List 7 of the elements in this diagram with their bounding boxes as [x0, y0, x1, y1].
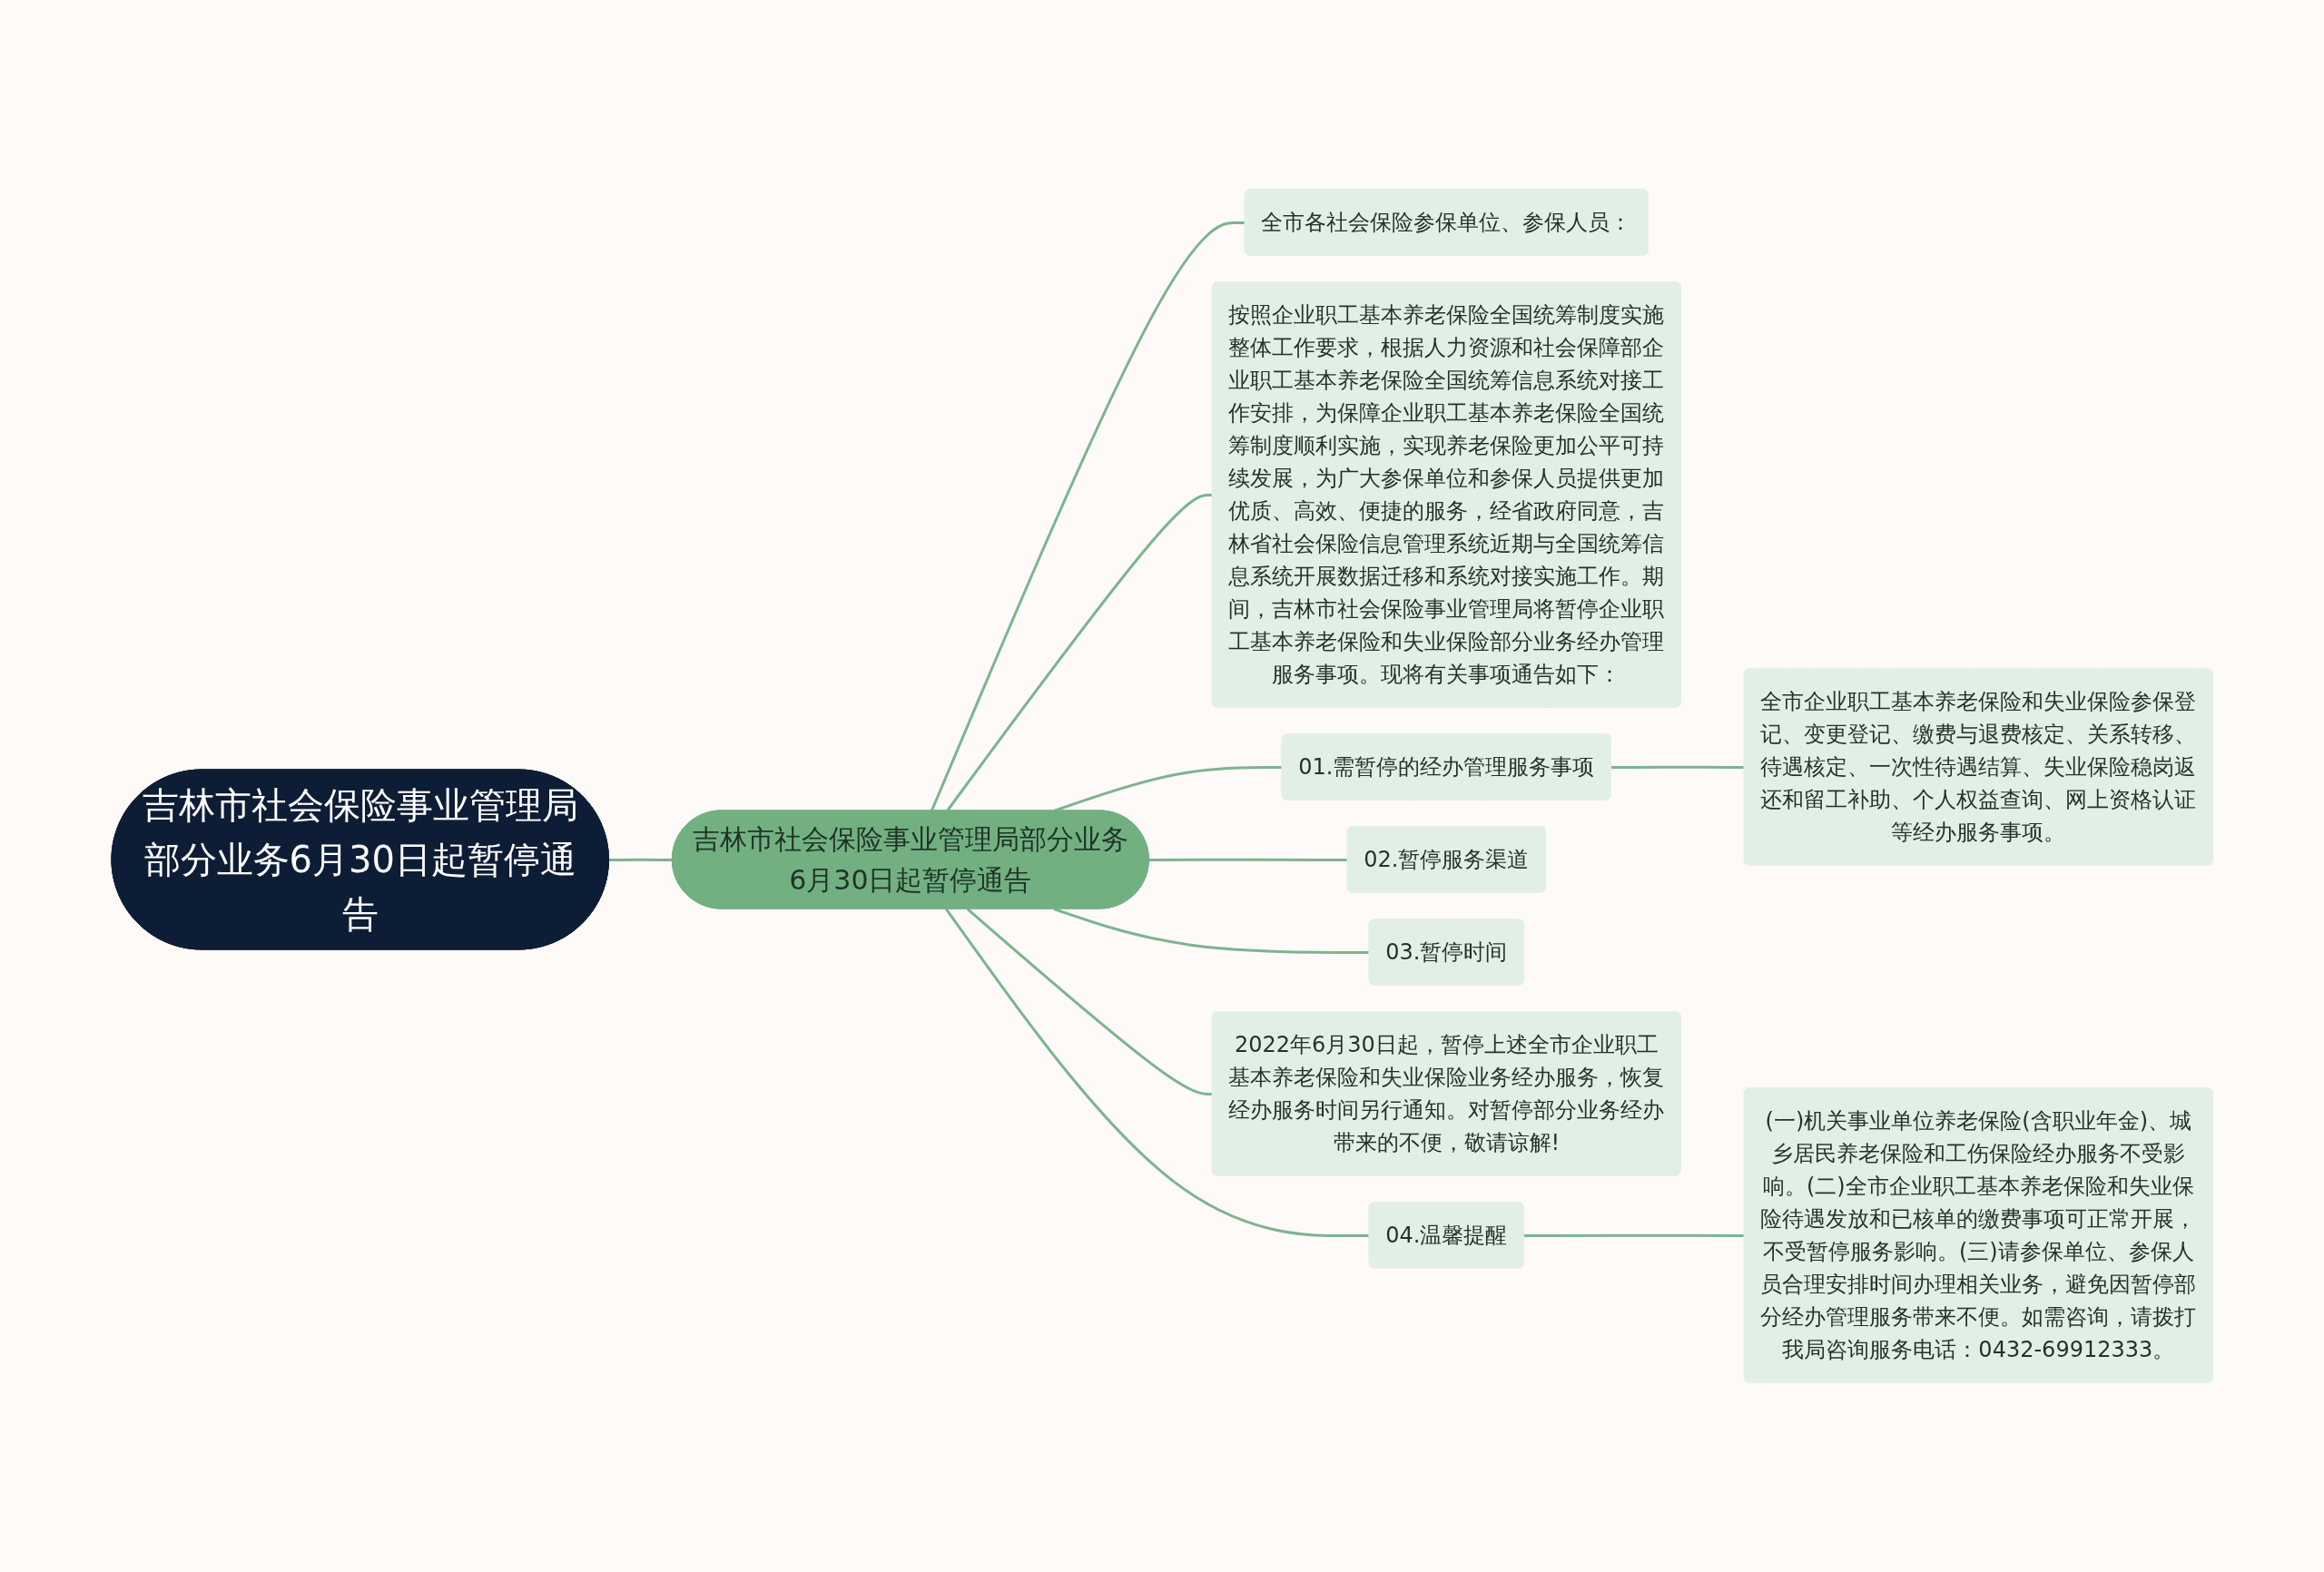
connector [1148, 858, 1348, 861]
connector [1523, 1233, 1745, 1237]
connector [1610, 765, 1745, 769]
connector [608, 858, 673, 861]
connector [944, 908, 1370, 1237]
connector [966, 908, 1213, 1095]
connector [1053, 908, 1370, 954]
